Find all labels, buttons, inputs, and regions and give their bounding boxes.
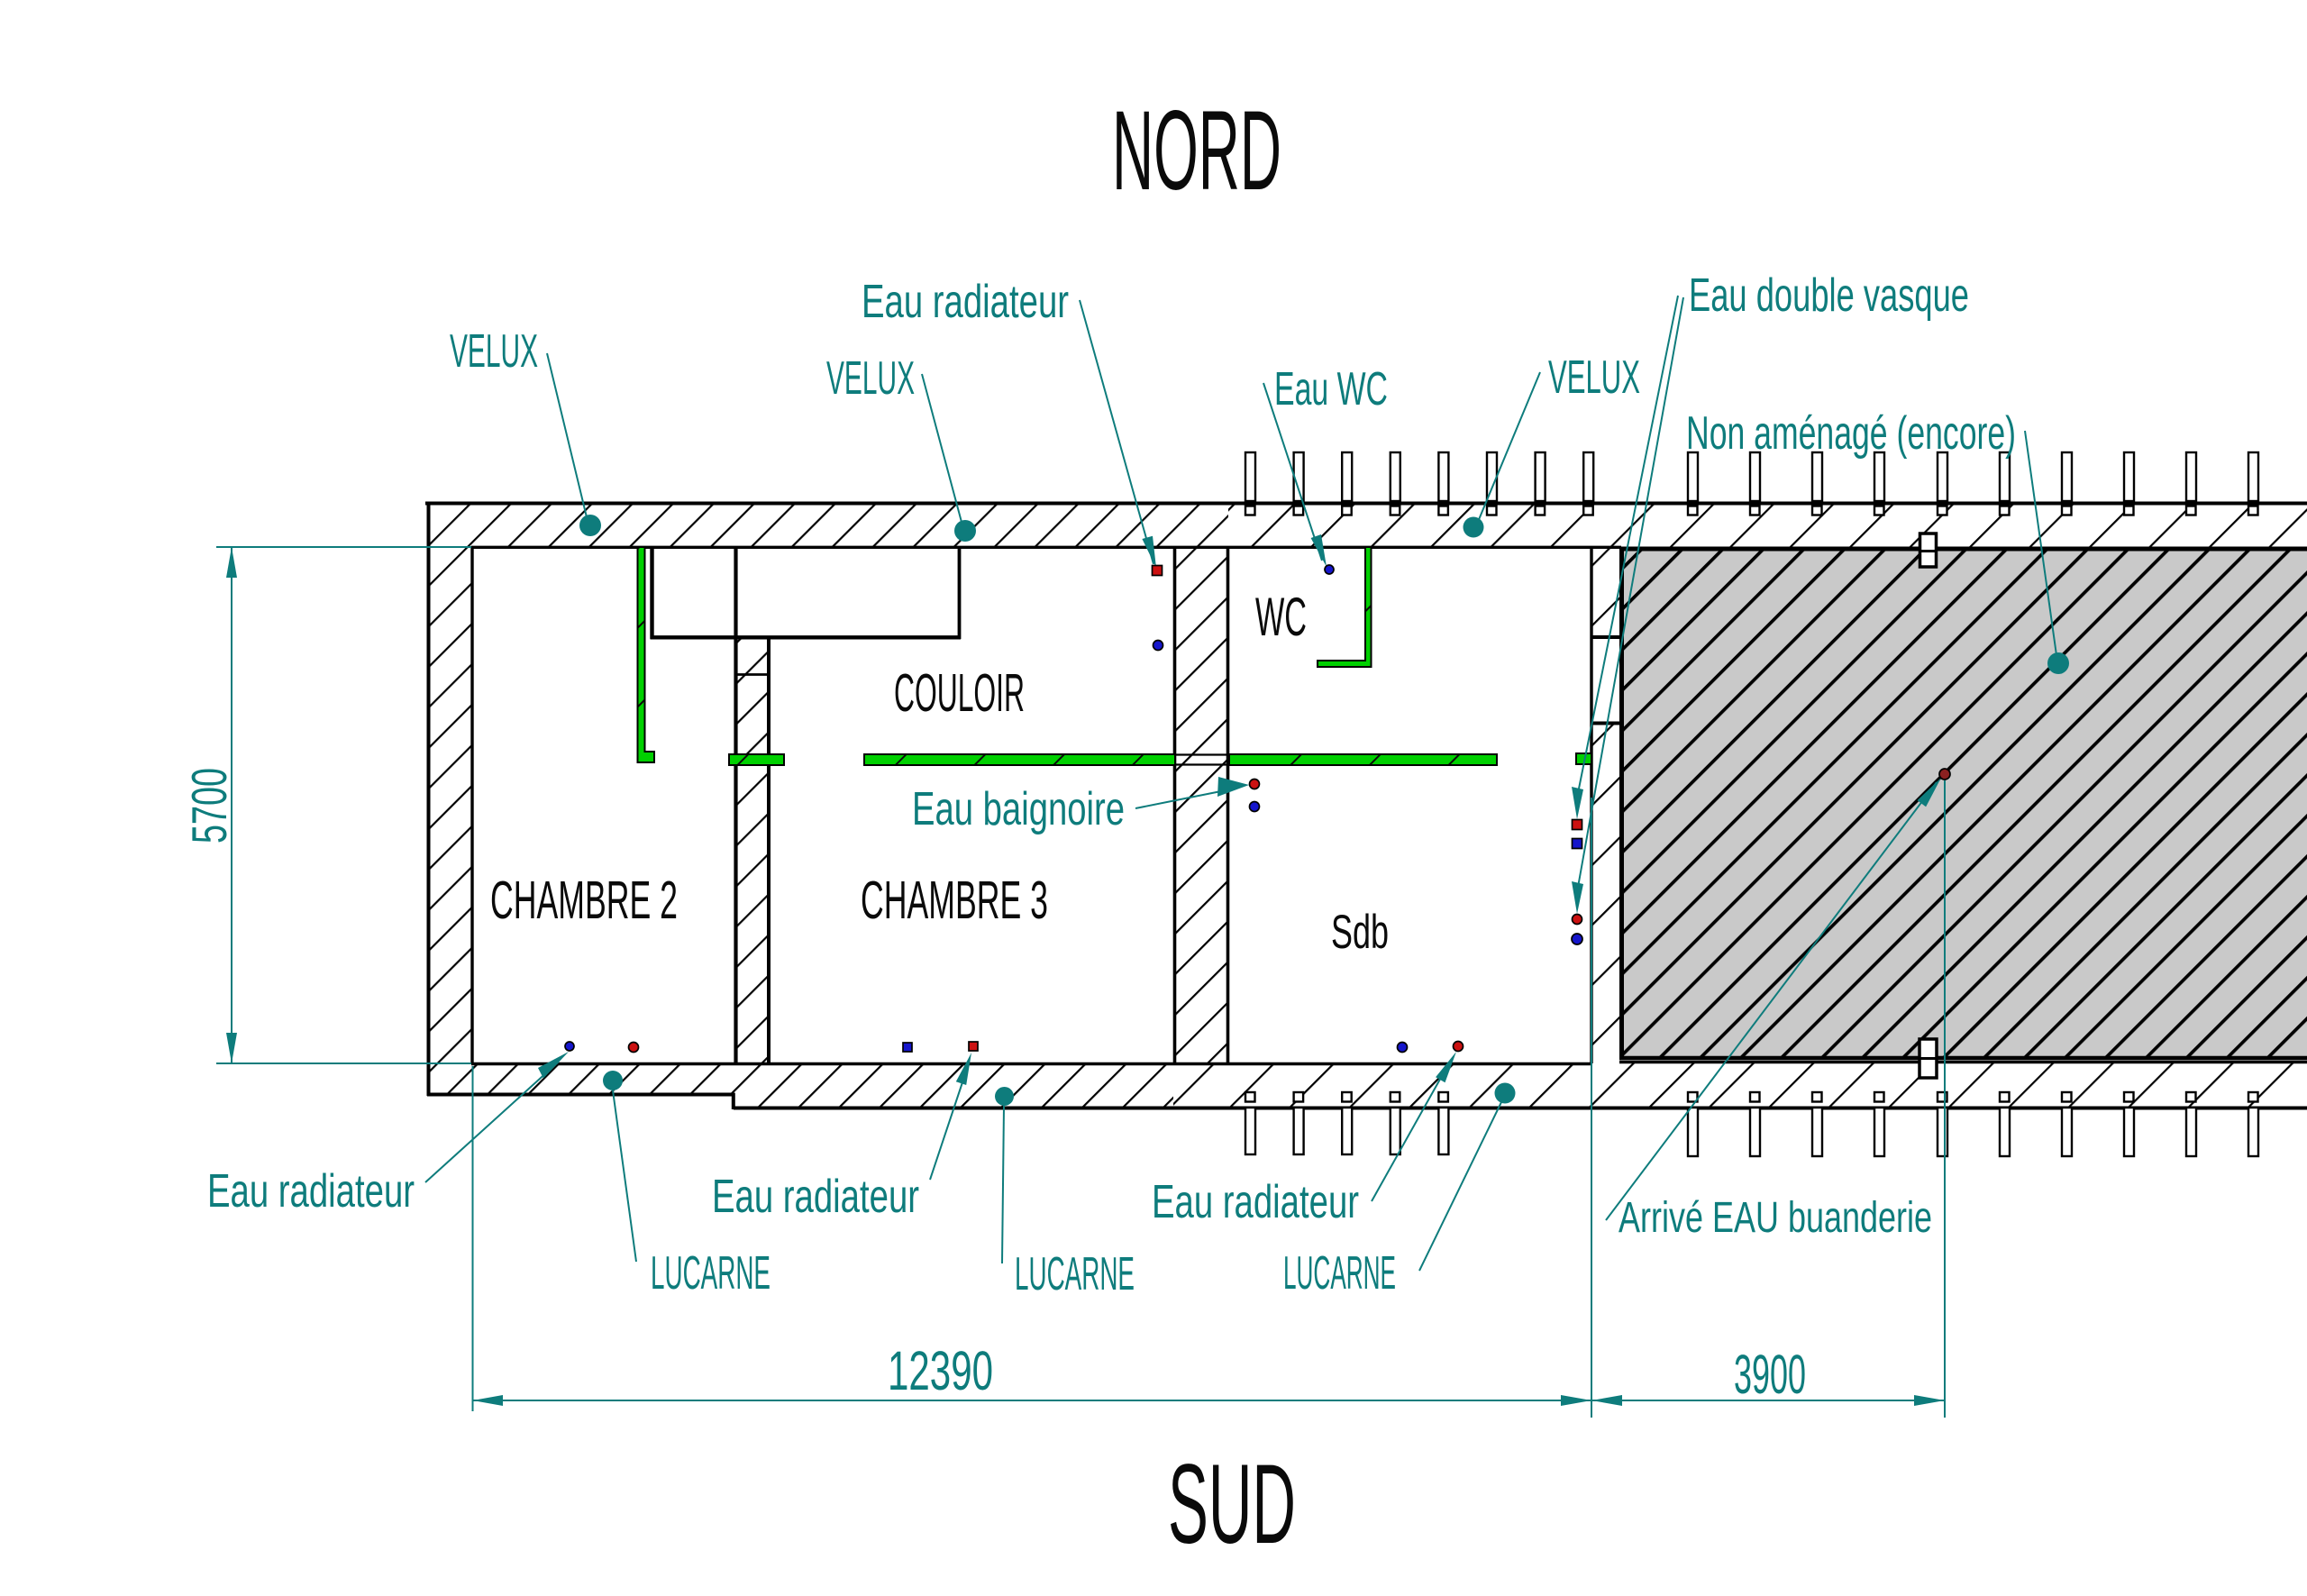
svg-text:12390: 12390 bbox=[888, 1340, 993, 1401]
svg-text:LUCARNE: LUCARNE bbox=[1015, 1248, 1135, 1300]
svg-text:LUCARNE: LUCARNE bbox=[1283, 1247, 1396, 1300]
svg-text:COULOIR: COULOIR bbox=[894, 663, 1025, 723]
svg-text:Eau radiateur: Eau radiateur bbox=[1152, 1176, 1359, 1228]
svg-text:SUD: SUD bbox=[1168, 1442, 1296, 1567]
svg-text:Arrivé EAU buanderie: Arrivé EAU buanderie bbox=[1619, 1194, 1932, 1242]
svg-text:Eau radiateur: Eau radiateur bbox=[207, 1165, 415, 1218]
svg-text:VELUX: VELUX bbox=[450, 325, 538, 378]
svg-text:CHAMBRE 2: CHAMBRE 2 bbox=[490, 871, 678, 930]
svg-text:VELUX: VELUX bbox=[1548, 351, 1640, 404]
svg-text:Eau baignoire: Eau baignoire bbox=[912, 783, 1125, 835]
svg-text:Eau WC: Eau WC bbox=[1274, 363, 1388, 415]
svg-text:NORD: NORD bbox=[1112, 88, 1281, 214]
svg-text:CHAMBRE 3: CHAMBRE 3 bbox=[861, 871, 1048, 930]
svg-text:WC: WC bbox=[1255, 587, 1307, 647]
svg-text:3900: 3900 bbox=[1734, 1344, 1806, 1405]
svg-text:LUCARNE: LUCARNE bbox=[651, 1247, 771, 1300]
svg-text:Eau double vasque: Eau double vasque bbox=[1689, 269, 1969, 322]
svg-text:Non aménagé (encore): Non aménagé (encore) bbox=[1686, 407, 2016, 460]
svg-text:VELUX: VELUX bbox=[826, 352, 915, 405]
svg-text:Eau radiateur: Eau radiateur bbox=[712, 1171, 919, 1223]
svg-text:Sdb: Sdb bbox=[1331, 906, 1389, 959]
svg-text:Eau radiateur: Eau radiateur bbox=[862, 276, 1069, 328]
svg-text:5700: 5700 bbox=[181, 768, 237, 844]
